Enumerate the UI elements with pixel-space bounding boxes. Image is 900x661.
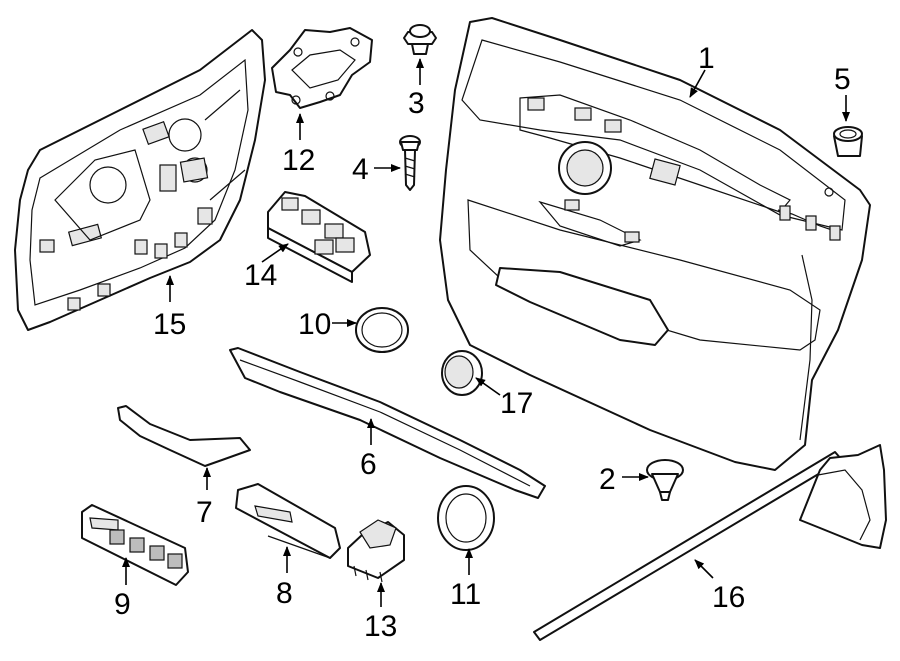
door-carrier-panel — [14, 29, 266, 331]
switch-bezel — [235, 483, 341, 559]
tweeter-cover — [441, 350, 483, 396]
inner-handle-bracket — [271, 27, 373, 109]
speaker-ring — [437, 485, 495, 551]
callout-2: 2 — [599, 463, 616, 496]
callout-11: 11 — [450, 578, 481, 611]
leader-17 — [475, 377, 501, 396]
leader-16 — [694, 559, 714, 579]
speaker-cover-small — [355, 307, 409, 353]
callout-4: 4 — [352, 153, 369, 186]
callout-8: 8 — [276, 577, 293, 610]
callout-1: 1 — [698, 42, 715, 75]
callout-17: 17 — [500, 387, 533, 420]
leader-1 — [689, 69, 706, 98]
callout-6: 6 — [360, 448, 377, 481]
switch-panel — [81, 504, 189, 586]
leader-14 — [261, 243, 289, 263]
callout-numbers: 1 2 3 4 5 6 7 8 9 10 11 12 13 14 15 16 1… — [114, 42, 851, 643]
single-window-switch — [347, 519, 405, 583]
door-trim-panel — [439, 17, 871, 471]
callout-12: 12 — [282, 144, 315, 177]
callout-10: 10 — [298, 308, 331, 341]
callout-16: 16 — [712, 581, 745, 614]
master-window-switch — [267, 191, 371, 283]
screw — [399, 135, 421, 191]
leader-lines — [122, 58, 850, 607]
trim-strip-long — [229, 347, 546, 499]
callout-14: 14 — [244, 259, 277, 292]
callout-15: 15 — [153, 308, 186, 341]
grommet — [833, 126, 863, 157]
callout-5: 5 — [834, 63, 851, 96]
door-seal-weatherstrip — [533, 444, 887, 641]
callout-13: 13 — [364, 610, 397, 643]
push-clip — [403, 24, 437, 55]
callout-9: 9 — [114, 588, 131, 621]
callout-7: 7 — [196, 496, 213, 529]
trim-strip-curved — [117, 405, 251, 467]
push-pin-clip — [646, 459, 684, 501]
callout-3: 3 — [408, 87, 425, 120]
